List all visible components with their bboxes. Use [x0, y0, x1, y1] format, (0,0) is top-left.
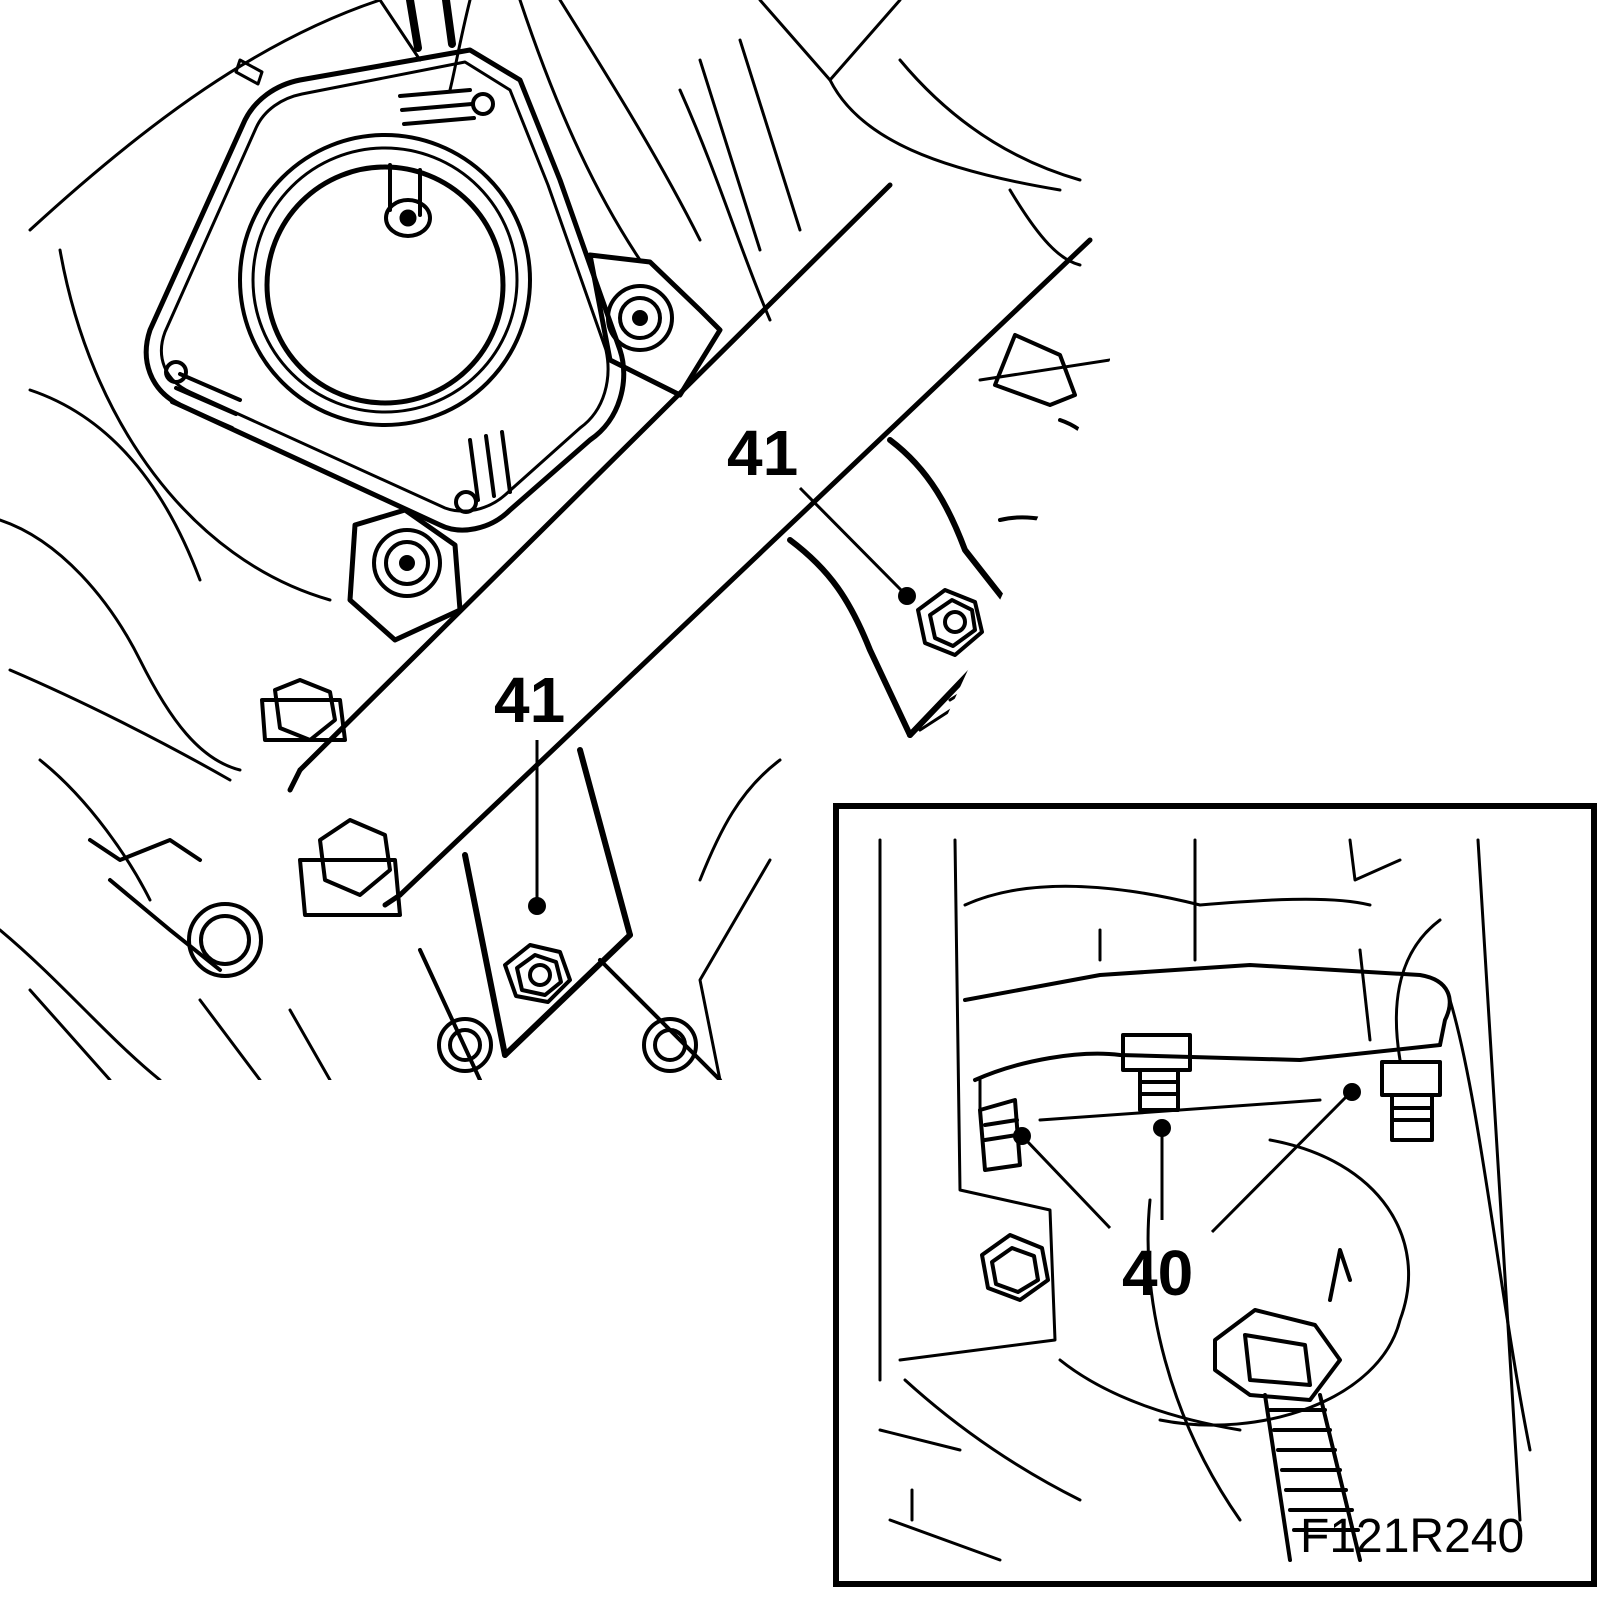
figure-id-label: F121R240 — [1300, 1510, 1524, 1563]
callout-label-41-upper: 41 — [727, 417, 798, 489]
inset-bolt-left — [978, 1098, 1022, 1172]
engine-block-bolts — [88, 678, 722, 1080]
inset-side-bolt — [980, 1233, 1050, 1302]
main-engine-view — [0, 0, 1110, 1080]
callout-label-40: 40 — [1122, 1237, 1193, 1309]
callout-label-41-lower: 41 — [494, 664, 565, 736]
support-bar — [287, 182, 1093, 908]
inset-bolt-center — [1121, 1033, 1192, 1112]
inset-frame — [833, 803, 1597, 1587]
inset-bolt-right — [1380, 1060, 1442, 1142]
bolt-head-upper — [916, 588, 984, 657]
exhaust-flange — [143, 47, 627, 533]
callout-41-upper: 41 — [727, 417, 916, 605]
flange-nut-right — [587, 252, 723, 398]
inset-detail: 40 F121R240 — [833, 803, 1597, 1587]
inset-oxygen-sensor — [1213, 1248, 1362, 1562]
flange-nut-left — [347, 507, 463, 643]
engine-right-fitting — [993, 333, 1110, 547]
inset-drawing — [878, 838, 1532, 1562]
hose-pipe — [406, 0, 456, 52]
callout-40: 40 — [1013, 1083, 1361, 1309]
bolt-head-lower — [503, 943, 572, 1004]
callout-41-lower: 41 — [494, 664, 565, 915]
bracket-lower — [462, 747, 633, 1058]
